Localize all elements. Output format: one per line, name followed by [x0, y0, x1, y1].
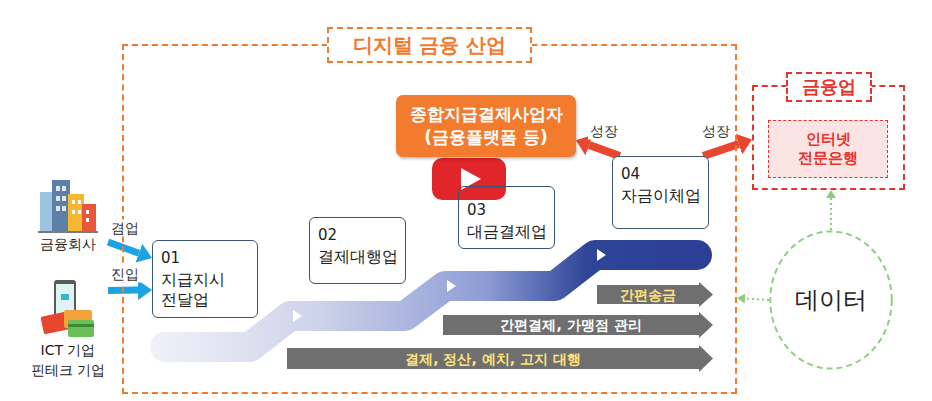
service-band: 결제, 정산, 예치, 고지 대행 — [287, 345, 713, 372]
company-icon: ICT 기업 핀테크 기업 — [28, 278, 108, 382]
service-band: 간편송금 — [597, 282, 713, 307]
sector-title: 금융업 — [786, 72, 872, 102]
step-label: 결제대행업 — [318, 247, 399, 267]
region-title: 디지털 금융 산업 — [327, 27, 533, 63]
box-label: 종합지급결제사업자 (금융플랫폼 등) — [404, 103, 568, 149]
icon-part — [62, 206, 66, 211]
stage-box: 03 대금결제업 — [458, 186, 555, 249]
icon-part — [68, 194, 84, 232]
company-icon: 금융회사 — [28, 178, 108, 258]
play-triangle — [597, 249, 606, 261]
icon-part — [86, 210, 89, 214]
icon-part — [62, 186, 66, 191]
icon-part — [78, 210, 81, 214]
stage-box: 02 결제대행업 — [309, 217, 406, 284]
band-label: 결제, 정산, 예치, 고지 대행 — [405, 350, 580, 368]
edge-label: 성장 — [700, 123, 732, 140]
edge-label: 겸업 — [109, 220, 141, 237]
edge-label: 진입 — [109, 266, 141, 283]
arrow-connector — [745, 299, 769, 300]
band-label: 간편결제, 가맹점 관리 — [500, 316, 641, 334]
icon-part — [56, 206, 60, 211]
step-number: 04 — [621, 165, 702, 184]
icon-part — [78, 200, 81, 204]
icon-part — [86, 218, 89, 222]
step-number: 02 — [318, 226, 399, 245]
icon-part — [68, 320, 94, 337]
icon-part — [72, 200, 75, 204]
icon-label: ICT 기업 핀테크 기업 — [28, 340, 108, 380]
band-label: 간편송금 — [620, 286, 676, 304]
band-arrow — [443, 312, 713, 338]
icon-label: 금융회사 — [40, 234, 96, 254]
step-number: 03 — [467, 201, 548, 220]
step-label: 자금이체업 — [621, 186, 702, 206]
data-ellipse: 데이터 — [769, 230, 893, 370]
video-play-button — [432, 158, 506, 200]
icon-part — [40, 192, 54, 232]
stage-box: 04 자금이체업 — [612, 156, 709, 229]
phone-icon — [38, 278, 98, 340]
icon-part — [61, 294, 69, 300]
icon-part — [82, 204, 96, 232]
icon-part — [52, 180, 70, 232]
play-triangle — [447, 280, 456, 292]
icon-part — [62, 196, 66, 201]
arrow-connector — [589, 145, 620, 156]
icon-part — [56, 186, 60, 191]
bank-box: 인터넷 전문은행 — [768, 120, 888, 178]
ellipse-label: 데이터 — [795, 285, 867, 315]
service-band: 간편결제, 가맹점 관리 — [443, 312, 713, 338]
icon-part — [56, 284, 74, 314]
building-icon — [38, 178, 98, 234]
icon-part — [56, 196, 60, 201]
edge-label: 성장 — [588, 123, 620, 140]
icon-part — [38, 231, 98, 233]
stage-box: 01 지급지시 전달업 — [152, 240, 258, 318]
band-arrow — [597, 282, 713, 307]
step-label: 지급지시 전달업 — [161, 270, 251, 310]
icon-part — [72, 210, 75, 214]
box-label: 인터넷 전문은행 — [777, 130, 879, 168]
icon-part — [68, 324, 94, 327]
sector-region: 금융업인터넷 전문은행 — [752, 85, 905, 190]
band-arrow — [287, 345, 713, 372]
play-triangle — [293, 310, 302, 322]
arrow-connector — [703, 144, 739, 156]
industry-region: 디지털 금융 산업종합지급결제사업자 (금융플랫폼 등)01지급지시 전달업02… — [122, 44, 737, 394]
arrow-connector — [830, 198, 832, 230]
step-label: 대금결제업 — [467, 222, 548, 242]
platform-box: 종합지급결제사업자 (금융플랫폼 등) — [396, 95, 576, 157]
step-number: 01 — [161, 249, 251, 268]
ellipse-outline — [770, 231, 892, 368]
